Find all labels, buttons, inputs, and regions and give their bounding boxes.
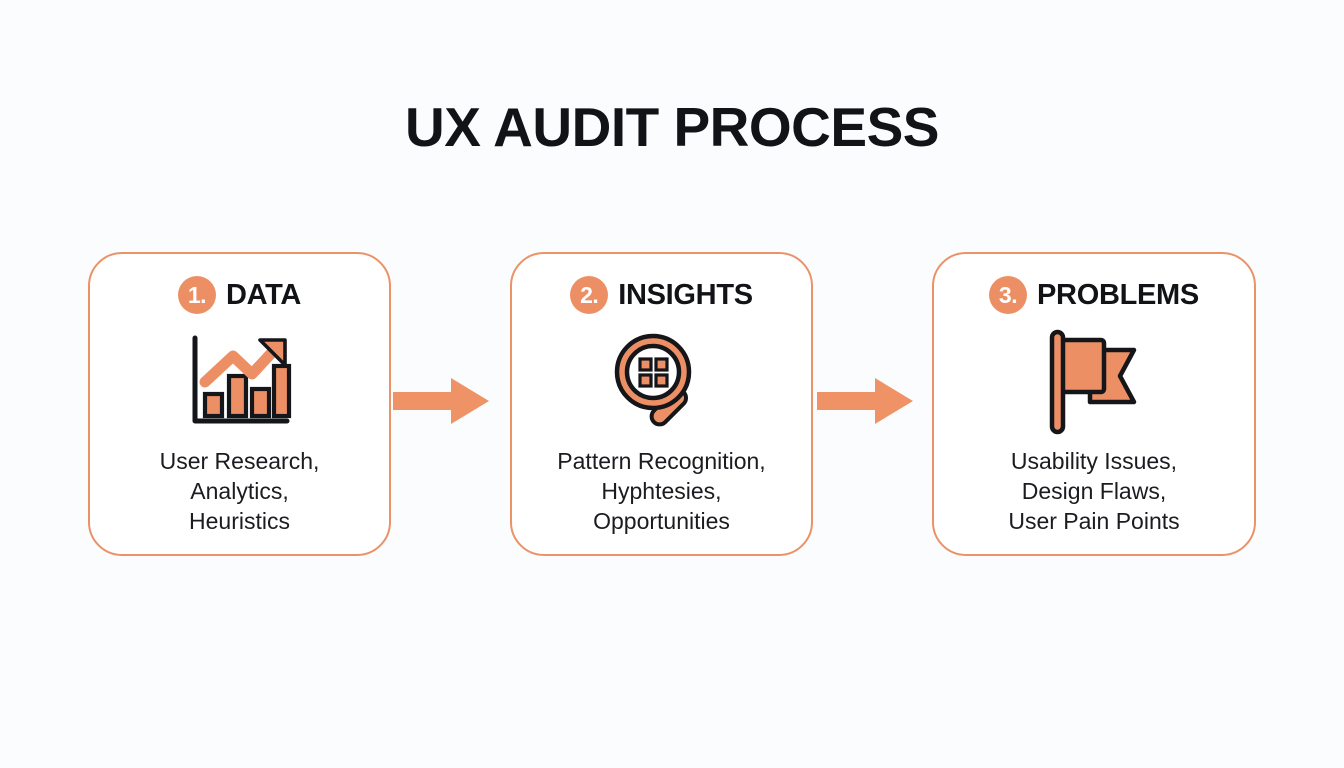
magnifying-glass-grid-icon <box>614 333 691 427</box>
step-number-badge: 2. <box>570 276 609 314</box>
step-number-badge: 3. <box>989 276 1028 314</box>
page-title: UX AUDIT PROCESS <box>405 96 939 158</box>
step-card-insights[interactable]: 2. INSIGHTS <box>510 252 813 556</box>
step-card-data[interactable]: 1. DATA User Research, A <box>88 252 391 556</box>
step-card-header: 2. INSIGHTS <box>570 276 753 314</box>
flag-icon <box>1049 329 1137 435</box>
step-title: DATA <box>225 278 302 311</box>
step-description: User Research, Analytics, Heuristics <box>159 448 320 534</box>
process-steps-row: 1. DATA User Research, A <box>88 252 1256 556</box>
step-title: INSIGHTS <box>618 278 753 311</box>
step-description: Pattern Recognition, Hyphtesies, Opportu… <box>557 448 766 534</box>
arrow-insights-to-problems <box>817 378 913 424</box>
right-arrow-icon <box>393 378 489 424</box>
step-card-header: 1. DATA <box>177 276 302 314</box>
step-number-badge: 1. <box>177 276 216 314</box>
step-description: Usability Issues, Design Flaws, User Pai… <box>1008 448 1180 534</box>
step-card-header: 3. PROBLEMS <box>989 276 1199 314</box>
arrow-data-to-insights <box>393 378 489 424</box>
step-title: PROBLEMS <box>1037 278 1199 311</box>
right-arrow-icon <box>817 378 913 424</box>
step-icon-wrapper <box>186 328 294 436</box>
bar-chart-growth-icon <box>192 335 291 424</box>
step-card-problems[interactable]: 3. PROBLEMS Usability Issues, Design Fla… <box>932 252 1256 556</box>
step-icon-wrapper <box>1044 328 1144 436</box>
step-icon-wrapper <box>608 328 716 436</box>
